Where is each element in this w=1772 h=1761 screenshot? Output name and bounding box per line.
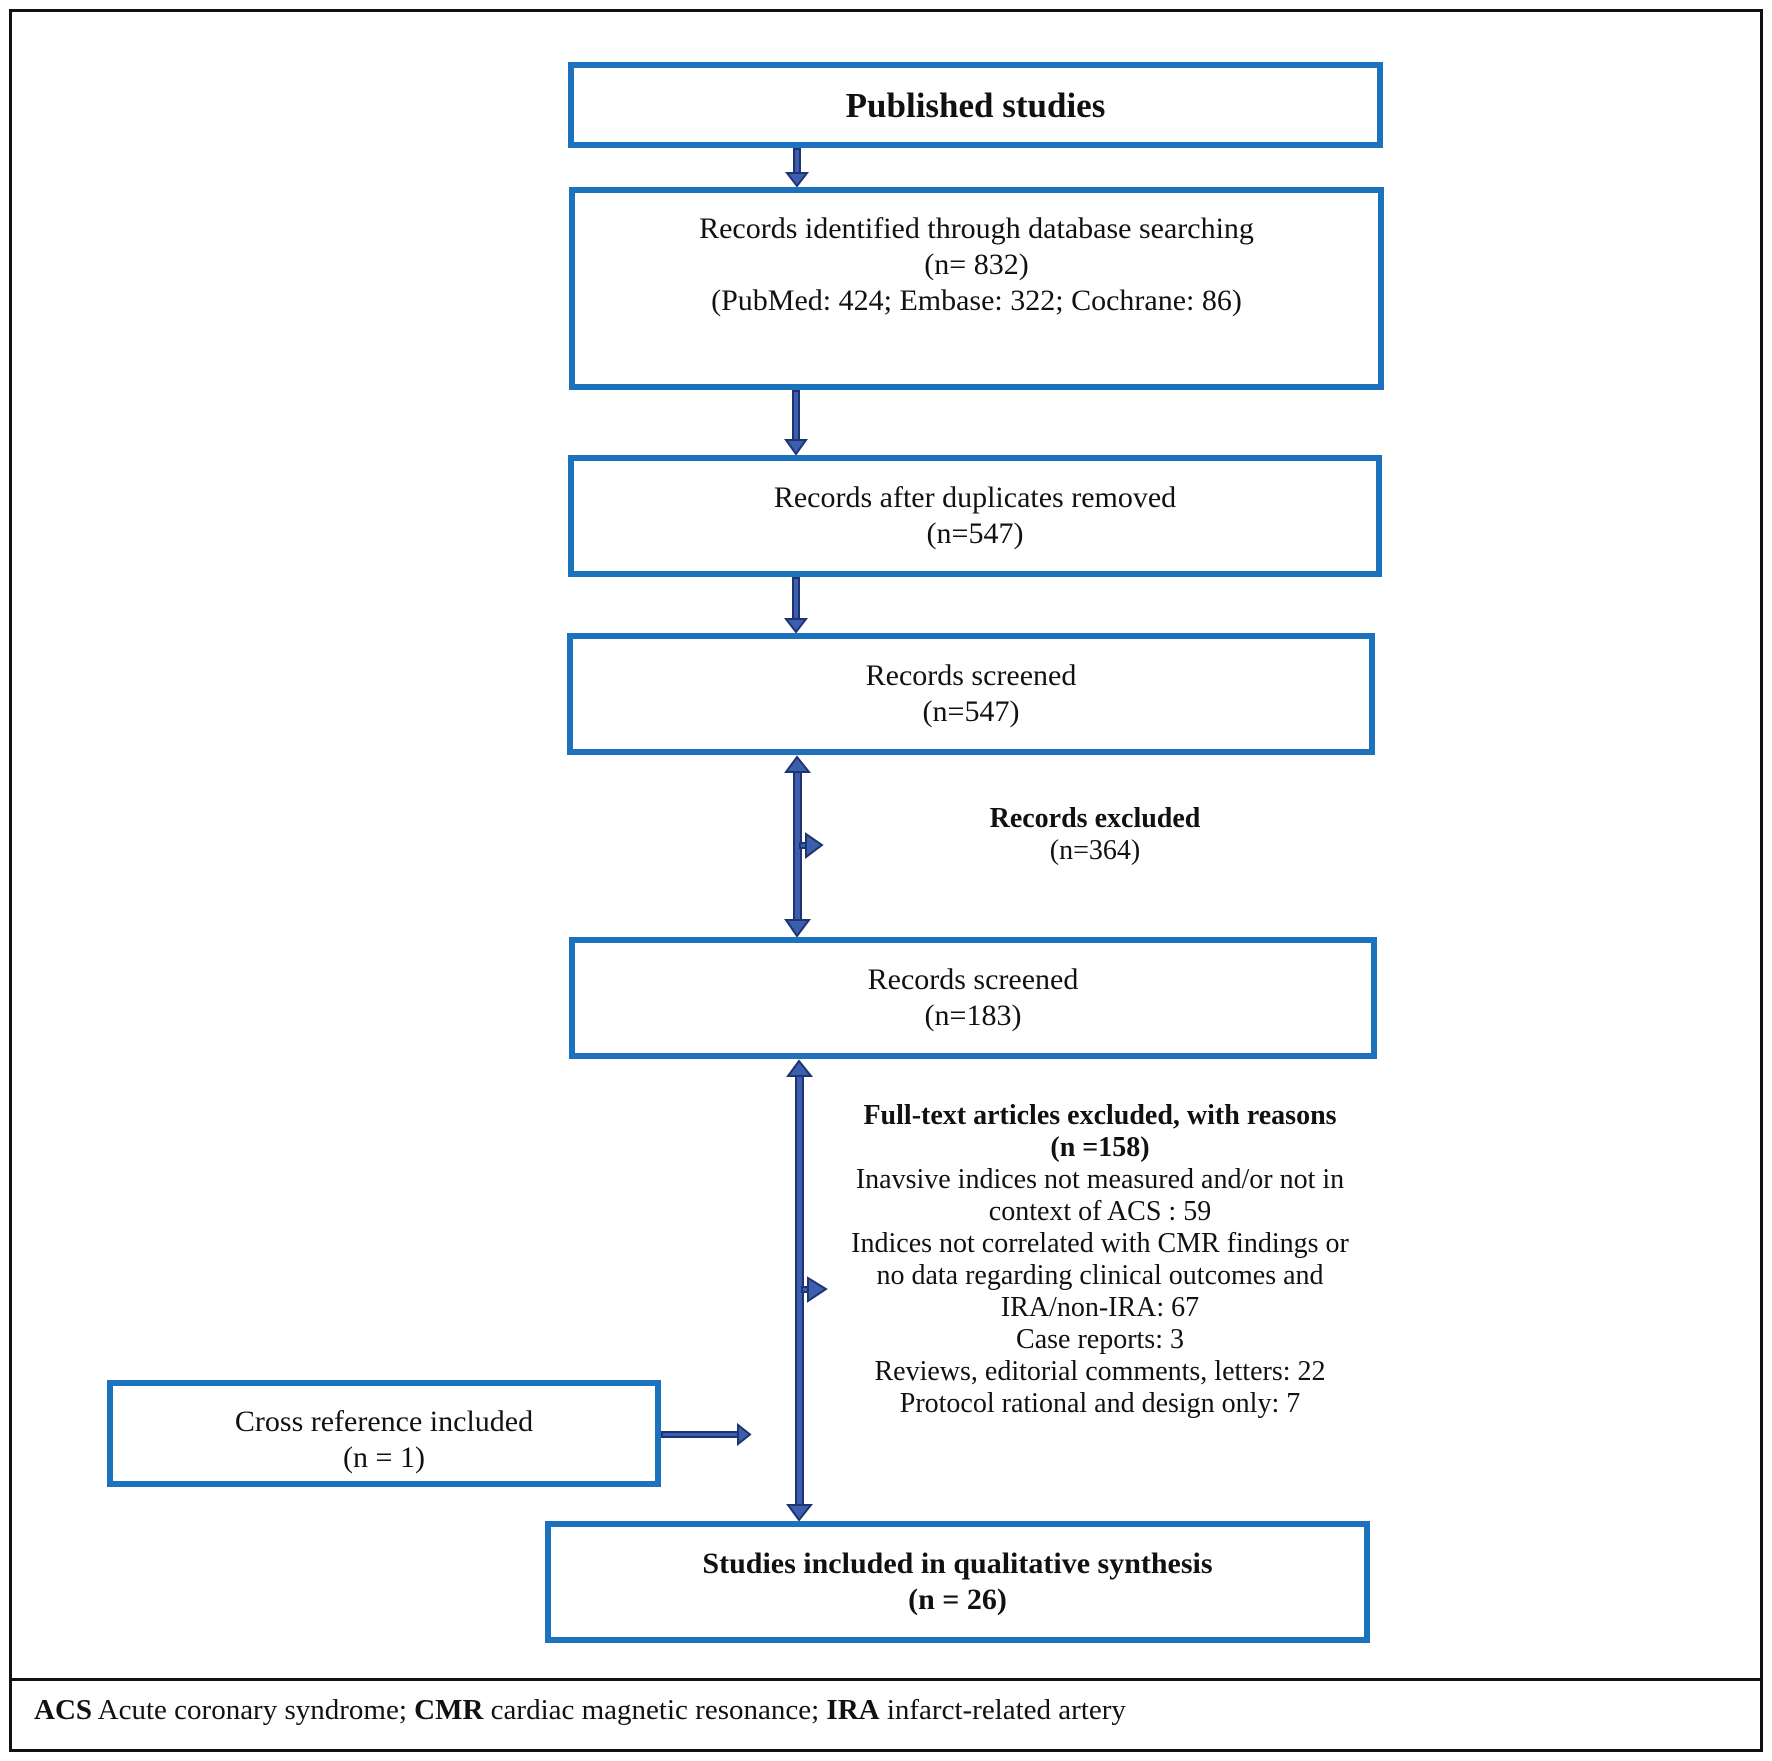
arrow-cross-reference-head [737, 1422, 752, 1447]
arrow-identified-to-duplicates-head [784, 439, 808, 456]
fulltext-excluded-count: (n =158) [1050, 1132, 1150, 1163]
duplicates-removed-box: Records after duplicates removed (n=547) [568, 455, 1382, 577]
arrow-screened1-to-screened2-top-head [784, 755, 812, 773]
figure-frame [9, 9, 1763, 1752]
published-studies-label: Published studies [845, 86, 1106, 125]
records-identified-count: (n= 832) [924, 248, 1029, 281]
abbreviations-footnote: ACS Acute coronary syndrome; CMR cardiac… [34, 1692, 1126, 1728]
records-identified-box: Records identified through database sear… [569, 187, 1384, 390]
cross-reference-box: Cross reference included (n = 1) [107, 1380, 661, 1487]
fulltext-excluded-note: Full-text articles excluded, with reason… [840, 1100, 1360, 1420]
records-screened-label-2: Records screened [867, 963, 1079, 996]
records-excluded-title: Records excluded [989, 803, 1201, 834]
studies-included-label: Studies included in qualitative synthesi… [702, 1547, 1213, 1580]
published-studies-box: Published studies [568, 62, 1383, 148]
arrow-duplicates-to-screened1-shaft [792, 577, 800, 622]
abbr-cmr: CMR [414, 1694, 484, 1726]
arrow-published-to-identified-shaft [793, 148, 801, 176]
studies-included-box: Studies included in qualitative synthesi… [545, 1521, 1370, 1643]
studies-included-count: (n = 26) [908, 1583, 1007, 1616]
arrow-to-records-excluded-head [805, 832, 824, 859]
fulltext-excluded-title: Full-text articles excluded, with reason… [863, 1100, 1337, 1131]
arrow-published-to-identified-head [784, 172, 810, 188]
arrow-duplicates-to-screened1-head [783, 618, 809, 634]
exclusion-reason: Case reports: 3 [1016, 1324, 1184, 1355]
abbr-acs-definition: Acute coronary syndrome; [92, 1694, 415, 1726]
exclusion-reason: Inavsive indices not measured and/or not… [855, 1164, 1345, 1195]
records-screened-count-1: (n=547) [922, 695, 1020, 728]
records-screened-count-2: (n=183) [924, 999, 1022, 1032]
arrow-screened2-to-included-bottom-head [786, 1504, 814, 1522]
exclusion-reason: context of ACS : 59 [988, 1196, 1212, 1227]
exclusion-reason: Reviews, editorial comments, letters: 22 [874, 1356, 1326, 1387]
arrow-cross-reference-shaft [661, 1431, 743, 1438]
records-excluded-note: Records excluded (n=364) [940, 803, 1250, 867]
footer-divider [9, 1678, 1763, 1681]
cross-reference-label: Cross reference included [234, 1405, 534, 1438]
arrow-screened2-to-included-top-head [786, 1059, 814, 1077]
records-screened-label-1: Records screened [865, 659, 1077, 692]
exclusion-reason: Indices not correlated with CMR findings… [851, 1228, 1349, 1259]
abbr-cmr-definition: cardiac magnetic resonance; [483, 1694, 827, 1726]
records-screened-box-1: Records screened (n=547) [567, 633, 1375, 755]
duplicates-removed-label: Records after duplicates removed [773, 481, 1177, 514]
records-identified-breakdown: (PubMed: 424; Embase: 322; Cochrane: 86) [711, 284, 1242, 317]
abbr-ira: IRA [826, 1694, 880, 1726]
exclusion-reason: Protocol rational and design only: 7 [899, 1388, 1301, 1419]
exclusion-reason: no data regarding clinical outcomes and [876, 1260, 1324, 1291]
records-screened-box-2: Records screened (n=183) [569, 937, 1377, 1059]
arrow-screened1-to-screened2-bottom-head [784, 919, 811, 938]
abbr-acs: ACS [34, 1694, 93, 1726]
cross-reference-count: (n = 1) [343, 1441, 425, 1474]
abbr-ira-definition: infarct-related artery [879, 1694, 1126, 1726]
duplicates-removed-count: (n=547) [926, 517, 1024, 550]
arrow-identified-to-duplicates-shaft [792, 390, 800, 443]
arrow-to-fulltext-excluded-head [807, 1276, 828, 1303]
exclusion-reason: IRA/non-IRA: 67 [1000, 1292, 1200, 1323]
records-excluded-count: (n=364) [1049, 835, 1141, 866]
records-identified-label: Records identified through database sear… [699, 212, 1254, 245]
